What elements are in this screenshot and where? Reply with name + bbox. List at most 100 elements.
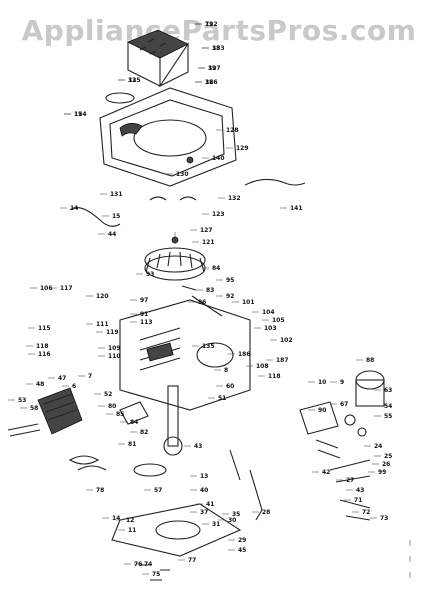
callout-label: 132 (228, 195, 241, 202)
callout-label: 91 (140, 311, 148, 318)
governor-linkage (229, 449, 371, 521)
callout-label: 121 (202, 239, 215, 246)
callout-label: 117 (60, 285, 73, 292)
callout-label: 74 (144, 561, 152, 568)
callout-label: 129 (236, 145, 249, 152)
callout-label: 40 (200, 487, 208, 494)
callout-label: 29 (238, 537, 246, 544)
callout-label: 84 (130, 419, 138, 426)
callout-label: 35 (232, 511, 240, 518)
callout-label: 109 (108, 345, 121, 352)
callout-label: 51 (218, 395, 226, 402)
callout-label: 6 (72, 383, 76, 390)
callout-label: 82 (140, 429, 148, 436)
callout-label: 27 (346, 477, 354, 484)
callout-label: 131 (110, 191, 123, 198)
blower-housing (99, 87, 237, 187)
callout-label: 36 (205, 79, 213, 86)
callout-label: 96 (198, 299, 206, 306)
carburetor (299, 370, 385, 459)
callout-label: 41 (206, 501, 214, 508)
callout-label: 99 (378, 469, 386, 476)
callout-label: 67 (340, 401, 348, 408)
callout-label: 110 (108, 353, 121, 360)
callout-label: 30 (228, 517, 236, 524)
cylinder-head (7, 387, 83, 437)
callout-label: 38 (212, 45, 220, 52)
callout-label: 115 (38, 325, 51, 332)
callout-label: 7 (88, 373, 92, 380)
callout-label: 47 (58, 375, 66, 382)
callout-label: 95 (226, 277, 234, 284)
callout-label: 113 (140, 319, 153, 326)
callout-label: 126 (205, 79, 218, 86)
callout-label: 44 (108, 231, 116, 238)
callout-label: 140 (212, 155, 225, 162)
callout-label: 72 (362, 509, 370, 516)
callout-label: 43 (356, 487, 364, 494)
callout-label: 14 (70, 205, 78, 212)
callout-label: 77 (188, 557, 196, 564)
callout-label: 37 (200, 509, 208, 516)
callout-label: 52 (104, 391, 112, 398)
callout-label: 78 (96, 487, 104, 494)
callout-label: 9 (340, 379, 344, 386)
callout-label: 39 (208, 65, 216, 72)
callout-label: 104 (262, 309, 275, 316)
callout-label: 31 (212, 521, 220, 528)
callout-label: 127 (208, 65, 221, 72)
callout-label: 102 (280, 337, 293, 344)
callout-label: 55 (384, 413, 392, 420)
callout-label: 15 (74, 111, 82, 118)
callout-label: 90 (318, 407, 326, 414)
crankshaft (68, 385, 183, 477)
callout-label: 116 (38, 351, 51, 358)
callout-label: 73 (380, 515, 388, 522)
callout-label: 93 (146, 271, 154, 278)
callout-label: 111 (96, 321, 109, 328)
callout-label: 106 (40, 285, 53, 292)
callout-label: 123 (212, 211, 225, 218)
callout-label: 125 (128, 77, 141, 84)
loose-parts (69, 178, 306, 317)
engine-base (111, 503, 242, 581)
callout-label: 133 (212, 45, 225, 52)
callout-label: 83 (206, 287, 214, 294)
callout-label: 92 (226, 293, 234, 300)
callout-label: 11 (128, 527, 136, 534)
callout-label: 103 (264, 325, 277, 332)
callout-label: 80 (108, 403, 116, 410)
callout-label: 122 (205, 21, 218, 28)
callout-label: 79 (205, 21, 213, 28)
callout-label: 25 (384, 453, 392, 460)
callout-label: 58 (30, 405, 38, 412)
callout-label: 13 (200, 473, 208, 480)
callout-label: 75 (152, 571, 160, 578)
flywheel (144, 232, 206, 281)
callout-label: 187 (276, 357, 289, 364)
callout-label: 24 (374, 443, 382, 450)
callout-label: 45 (238, 547, 246, 554)
cylinder-block (119, 299, 251, 411)
callout-label: 118 (36, 343, 49, 350)
callout-label: 120 (96, 293, 109, 300)
callout-label: 85 (116, 411, 124, 418)
callout-label: 63 (384, 387, 392, 394)
callout-label: 127 (200, 227, 213, 234)
callout-label: 43 (194, 443, 202, 450)
watermark: AppliancePartsPros.com (21, 14, 417, 47)
callout-label: 8 (224, 367, 228, 374)
callout-label: 12 (126, 517, 134, 524)
callout-label: 42 (322, 469, 330, 476)
air-cleaner-assembly (105, 29, 189, 104)
callout-label: 135 (202, 343, 215, 350)
callout-label: 128 (226, 127, 239, 134)
callout-label: 84 (212, 265, 220, 272)
callout-label: 14 (112, 515, 120, 522)
callout-label: 48 (36, 381, 44, 388)
callout-label: 26 (382, 461, 390, 468)
callout-label: 53 (18, 397, 26, 404)
callout-label: 130 (176, 171, 189, 178)
